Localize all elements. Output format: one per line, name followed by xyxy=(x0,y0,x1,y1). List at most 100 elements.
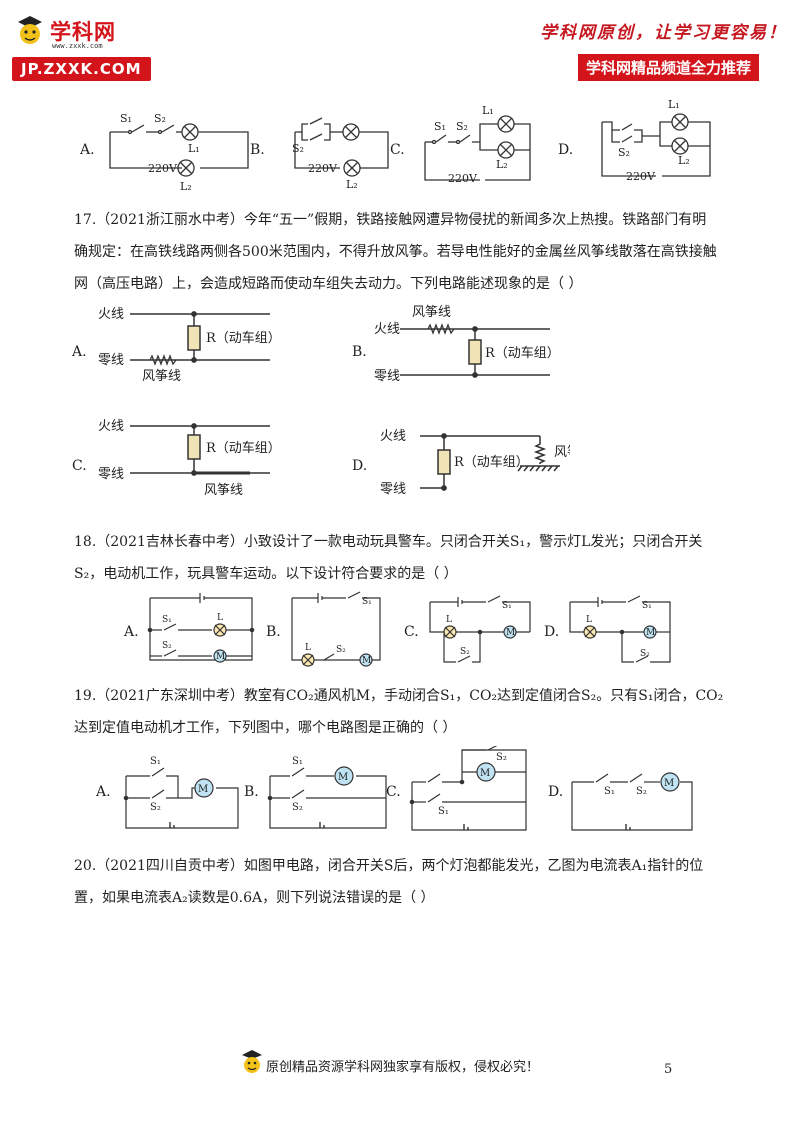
q16-a-l1-label: L₁ xyxy=(188,142,200,155)
q20-line2: 置，如果电流表A₂读数是0.6A，则下列说法错误的是（ ） xyxy=(74,890,435,906)
q18-c-s1-label: S₁ xyxy=(502,601,512,611)
q18-number: 18. xyxy=(74,534,97,550)
q19-d-s1-label: S₁ xyxy=(604,786,615,797)
q19-option-d[interactable]: D. xyxy=(548,784,564,800)
q17-d-resistor-label: R（动车组） xyxy=(454,454,529,470)
q19-line2: 达到定值电动机才工作，下列图中，哪个电路图是正确的（ ） xyxy=(74,720,457,736)
q18-option-d[interactable]: D. xyxy=(544,624,560,640)
q17-a-live-label: 火线 xyxy=(98,307,124,322)
q17-b-neutral-label: 零线 xyxy=(374,369,400,384)
header: 学科网 www.zxxk.com JP.ZXXK.COM 学科网原创，让学习更容… xyxy=(0,0,800,90)
q18-circuits: S₁ L S₂ M S₁ L S₂ M S₁ L M S₂ S₁ L M S₂ xyxy=(147,591,671,667)
q17-circuits: 火线 零线 风筝线 R（动车组） 火线 零线 风筝线 R（动车组） 火线 零线 … xyxy=(98,304,570,498)
q18-b-s1-label: S₁ xyxy=(362,597,372,607)
q20-line1: 20.（2021四川自贡中考）如图甲电路，闭合开关S后，两个灯泡都能发光，乙图为… xyxy=(74,858,704,874)
q18-option-b[interactable]: B. xyxy=(266,624,281,640)
q17-b-kite-label: 风筝线 xyxy=(412,304,451,320)
q19-option-b[interactable]: B. xyxy=(244,784,259,800)
q16-option-b[interactable]: B. xyxy=(250,142,265,158)
q19-circuits: S₁ S₂ M S₁ S₂ M S₂ M S₁ S₁ S₂ M xyxy=(123,746,693,831)
q17-option-a[interactable]: A. xyxy=(72,344,87,360)
q17-line2: 确规定：在高铁线路两侧各500米范围内，不得升放风筝。若导电性能好的金属丝风筝线… xyxy=(74,244,717,260)
q18-d-l-label: L xyxy=(586,615,592,625)
q16-a-volt-label: 220V xyxy=(148,162,178,175)
footer-mascot-icon xyxy=(240,1048,264,1076)
q19-a-m-label: M xyxy=(198,784,208,795)
q18-c-s2-label: S₂ xyxy=(460,647,470,657)
q18-c-l-label: L xyxy=(446,615,452,625)
q16-c-volt-label: 220V xyxy=(448,172,478,185)
q18-b-s2-label: S₂ xyxy=(336,645,346,655)
page-number: 5 xyxy=(664,1062,673,1077)
promo-banner[interactable]: 学科网精品频道全力推荐 xyxy=(578,54,760,81)
q16-c-l2-label: L₂ xyxy=(496,158,508,171)
q19-line1: 19.（2021广东深圳中考）教室有CO₂通风机M，手动闭合S₁，CO₂达到定值… xyxy=(74,688,724,704)
q17-d-live-label: 火线 xyxy=(380,429,406,444)
q17-option-d[interactable]: D. xyxy=(352,458,368,474)
footer: 原创精品资源学科网独家享有版权，侵权必究！ 5 xyxy=(0,1044,800,1084)
q18-option-a[interactable]: A. xyxy=(124,624,139,640)
q16-d-s2-label: S₂ xyxy=(618,146,630,159)
slogan: 学科网原创，让学习更容易！ xyxy=(540,23,787,43)
q17-number: 17. xyxy=(74,212,97,228)
copyright-notice: 原创精品资源学科网独家享有版权，侵权必究！ xyxy=(266,1060,540,1075)
q16-b-l2-label: L₂ xyxy=(346,178,358,191)
jp-badge[interactable]: JP.ZXXK.COM xyxy=(12,57,151,81)
q16-b-s2-label: S₂ xyxy=(292,142,304,155)
q19-number: 19. xyxy=(74,688,97,704)
q18-a-s1-label: S₁ xyxy=(162,615,172,625)
q18-b-m-label: M xyxy=(362,656,371,666)
q20-text: 20.（2021四川自贡中考）如图甲电路，闭合开关S后，两个灯泡都能发光，乙图为… xyxy=(74,850,754,914)
q16-c-s1-label: S₁ xyxy=(434,120,446,133)
q17-a-neutral-label: 零线 xyxy=(98,353,124,368)
q19-a-s2-label: S₂ xyxy=(150,802,161,813)
q17-a-kite-label: 风筝线 xyxy=(142,368,181,384)
q17-d-neutral-label: 零线 xyxy=(380,482,406,497)
q16-option-c[interactable]: C. xyxy=(390,142,405,158)
q18-a-m-label: M xyxy=(216,652,225,662)
q17-c-kite-label: 风筝线 xyxy=(204,482,243,498)
q18-a-l-label: L xyxy=(217,613,223,623)
q17-b-live-label: 火线 xyxy=(374,322,400,337)
q17-c-neutral-label: 零线 xyxy=(98,467,124,482)
q18-a-s2-label: S₂ xyxy=(162,641,172,651)
q17-option-c[interactable]: C. xyxy=(72,458,87,474)
q19-c-m-label: M xyxy=(480,768,490,779)
q18-c-m-label: M xyxy=(506,628,515,638)
q18-text: 18.（2021吉林长春中考）小致设计了一款电动玩具警车。只闭合开关S₁，警示灯… xyxy=(74,526,754,590)
q18-option-c[interactable]: C. xyxy=(404,624,419,640)
q16-d-volt-label: 220V xyxy=(626,170,656,183)
q17-c-live-label: 火线 xyxy=(98,419,124,434)
q16-circuits: S₁ S₂ L₁ 220V L₂ S₂ 220V L₂ S₁ S₂ L₁ L₂ … xyxy=(109,100,711,193)
q17-c-resistor-label: R（动车组） xyxy=(206,440,281,456)
q17-a-resistor-label: R（动车组） xyxy=(206,330,281,346)
q18-d-m-label: M xyxy=(646,628,655,638)
q17-b-resistor-label: R（动车组） xyxy=(485,345,560,361)
q16-a-s1-label: S₁ xyxy=(120,112,132,125)
q19-text: 19.（2021广东深圳中考）教室有CO₂通风机M，手动闭合S₁，CO₂达到定值… xyxy=(74,680,754,744)
q16-a-l2-label: L₂ xyxy=(180,180,192,193)
q16-c-l1-label: L₁ xyxy=(482,104,494,117)
q16-option-d[interactable]: D. xyxy=(558,142,574,158)
q16-d-l1-label: L₁ xyxy=(668,100,680,111)
q19-d-s2-label: S₂ xyxy=(636,786,647,797)
q20-number: 20. xyxy=(74,858,97,874)
q17-text: 17.（2021浙江丽水中考）今年“五一”假期，铁路接触网遭异物侵扰的新闻多次上… xyxy=(74,204,754,300)
q19-d-m-label: M xyxy=(664,778,674,789)
q16-a-s2-label: S₂ xyxy=(154,112,166,125)
q18-d-s1-label: S₁ xyxy=(642,601,652,611)
q16-c-s2-label: S₂ xyxy=(456,120,468,133)
q16-option-a[interactable]: A. xyxy=(80,142,95,158)
q19-b-s1-label: S₁ xyxy=(292,756,303,767)
q19-option-c[interactable]: C. xyxy=(386,784,401,800)
q19-a-s1-label: S₁ xyxy=(150,756,161,767)
q19-option-a[interactable]: A. xyxy=(96,784,111,800)
q18-line2: S₂，电动机工作，玩具警车运动。以下设计符合要求的是（ ） xyxy=(74,566,458,582)
q18-line1: 18.（2021吉林长春中考）小致设计了一款电动玩具警车。只闭合开关S₁，警示灯… xyxy=(74,534,703,550)
q18-b-l-label: L xyxy=(305,643,311,653)
q16-b-volt-label: 220V xyxy=(308,162,338,175)
q19-b-s2-label: S₂ xyxy=(292,802,303,813)
mascot-icon xyxy=(14,14,46,48)
q17-option-b[interactable]: B. xyxy=(352,344,367,360)
q19-c-s1-label: S₁ xyxy=(438,806,449,817)
